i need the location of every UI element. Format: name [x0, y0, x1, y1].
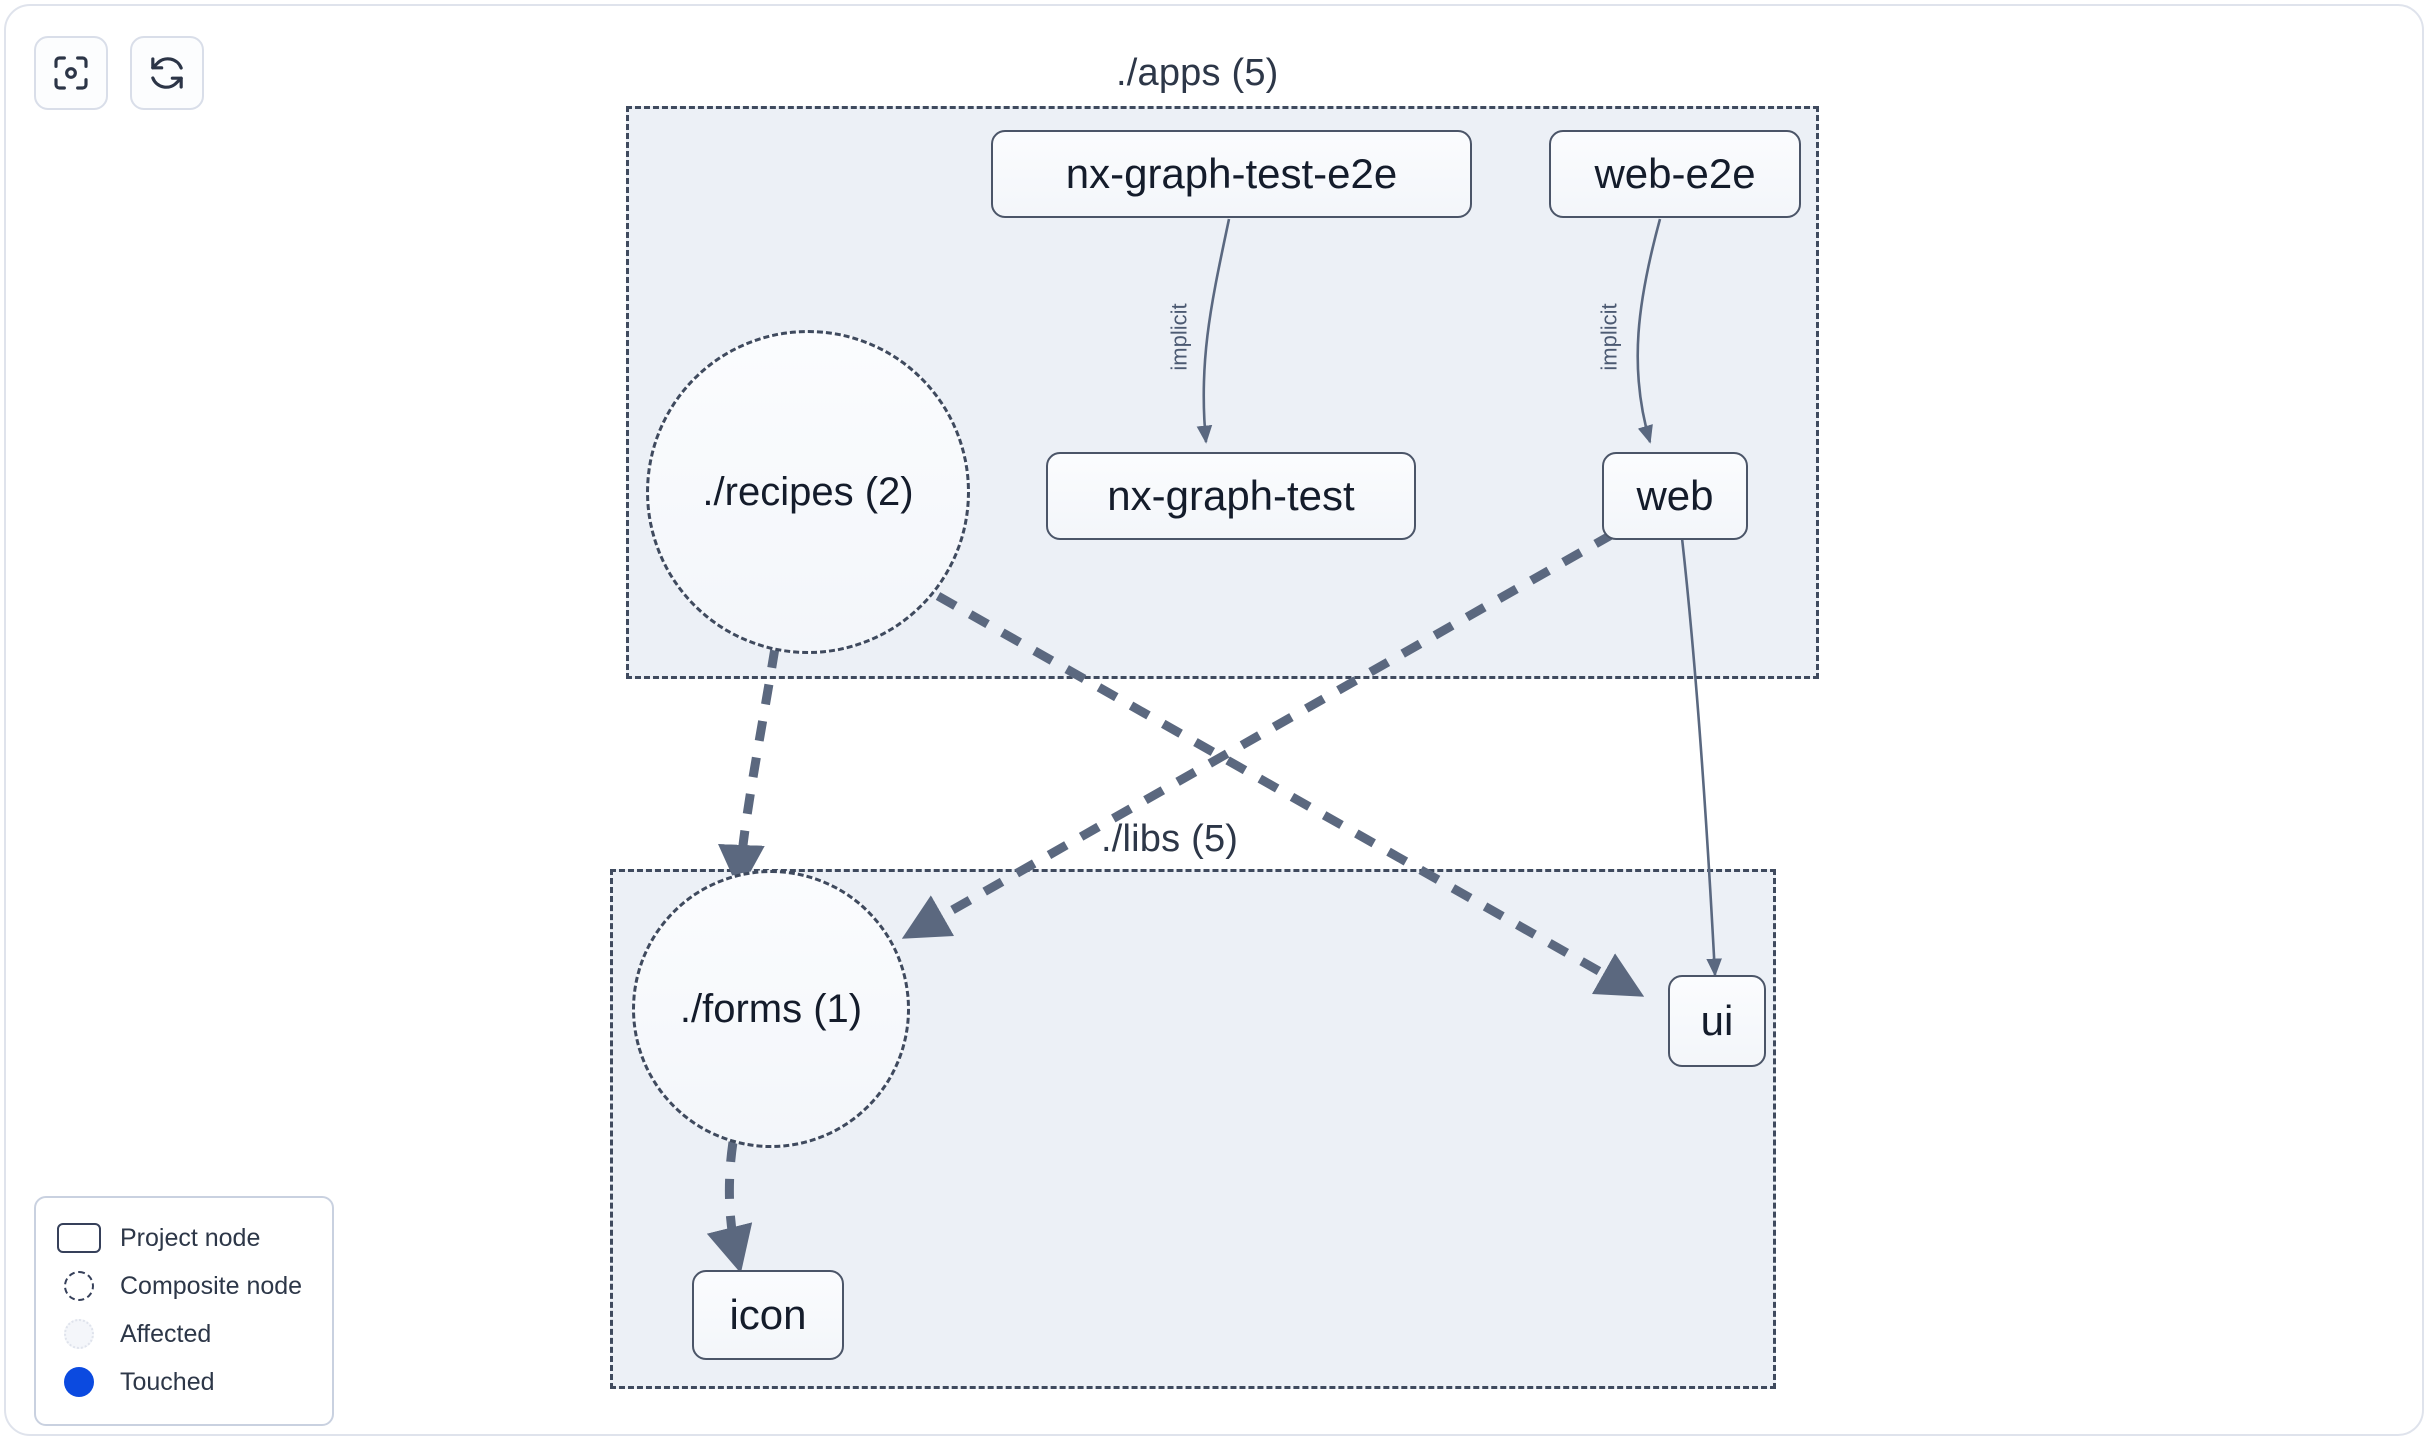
group-libs-label: ./libs (5): [1101, 818, 1239, 860]
graph-legend: Project node Composite node Affected Tou…: [34, 1196, 334, 1426]
legend-label-touched: Touched: [120, 1367, 215, 1396]
touched-swatch: [56, 1365, 102, 1399]
edge-recipes-to-forms: [718, 647, 780, 892]
node-web[interactable]: web: [1602, 452, 1748, 540]
node-recipes[interactable]: ./recipes (2): [646, 330, 970, 654]
refresh-button[interactable]: [130, 36, 204, 110]
legend-item-touched: Touched: [56, 1358, 312, 1406]
graph-toolbar: [34, 36, 204, 110]
composite-node-swatch: [56, 1269, 102, 1303]
node-nx-graph-test[interactable]: nx-graph-test: [1046, 452, 1416, 540]
node-icon[interactable]: icon: [692, 1270, 844, 1360]
select-focus-button[interactable]: [34, 36, 108, 110]
node-nx-graph-test-e2e[interactable]: nx-graph-test-e2e: [991, 130, 1472, 218]
affected-swatch: [56, 1317, 102, 1351]
legend-item-composite-node: Composite node: [56, 1262, 312, 1310]
legend-item-project-node: Project node: [56, 1214, 312, 1262]
legend-label-composite-node: Composite node: [120, 1271, 303, 1300]
refresh-icon: [147, 53, 187, 93]
legend-label-affected: Affected: [120, 1319, 212, 1348]
legend-label-project-node: Project node: [120, 1223, 261, 1252]
group-apps-label: ./apps (5): [1116, 52, 1279, 94]
node-ui[interactable]: ui: [1668, 975, 1766, 1067]
node-web-e2e[interactable]: web-e2e: [1549, 130, 1801, 218]
project-node-swatch: [56, 1221, 102, 1255]
legend-item-affected: Affected: [56, 1310, 312, 1358]
node-forms[interactable]: ./forms (1): [632, 870, 910, 1148]
focus-target-icon: [51, 53, 91, 93]
